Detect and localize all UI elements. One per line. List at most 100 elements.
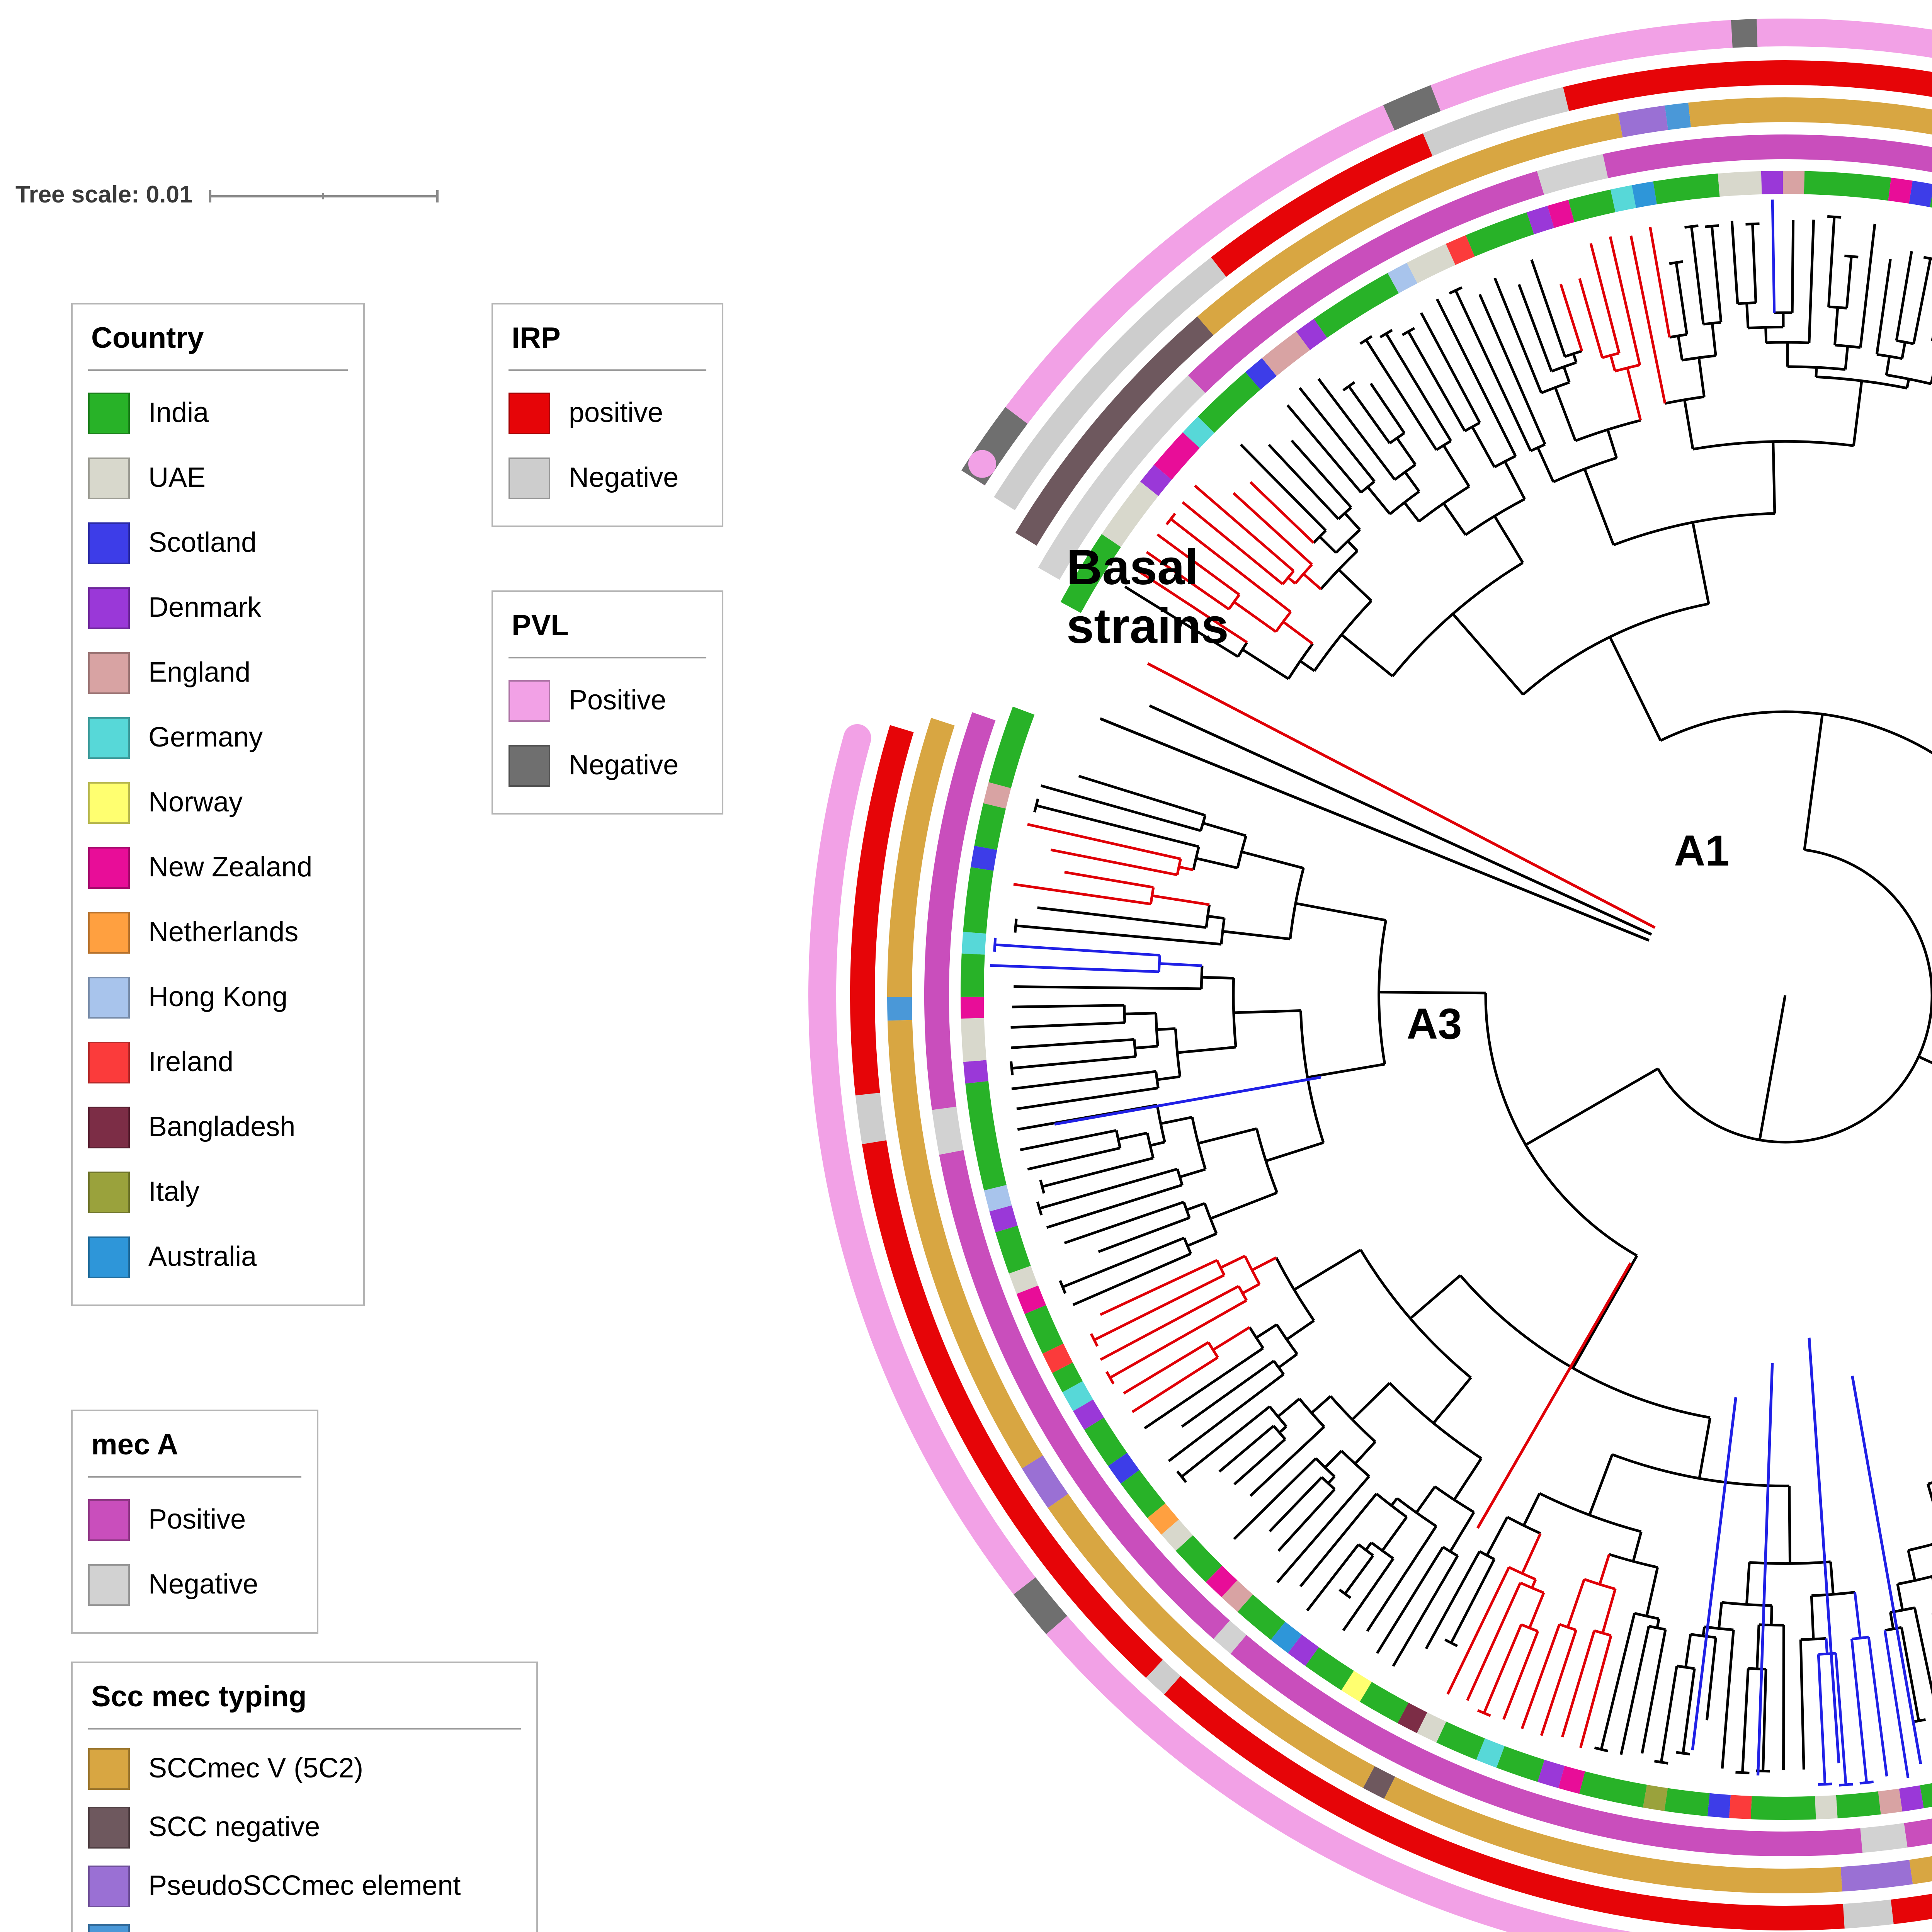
branch — [1306, 1543, 1360, 1612]
legend-item: Norway — [88, 770, 348, 835]
branch — [1675, 262, 1689, 335]
branch — [1042, 1156, 1154, 1188]
legend-title-pvl: PVL — [509, 604, 706, 658]
color-swatch — [88, 522, 130, 563]
branch — [1571, 1255, 1638, 1369]
ring-segment-pvl — [1046, 1616, 1633, 1932]
branch — [1721, 1629, 1735, 1769]
branch — [1698, 1417, 1712, 1479]
legend-title-meca: mec A — [88, 1423, 301, 1478]
ring-segment-meca — [924, 712, 996, 1110]
branch — [1168, 1373, 1285, 1462]
branch — [1606, 429, 1618, 458]
legend-label: Hong Kong — [148, 981, 288, 1012]
ring-segment-country — [1062, 1381, 1093, 1411]
branch — [1791, 220, 1795, 313]
branch — [1745, 303, 1750, 328]
branch — [1745, 1562, 1751, 1605]
branch — [1450, 1558, 1496, 1644]
ring-meca — [924, 134, 1932, 1856]
branch-arc — [1389, 432, 1405, 444]
branch — [1601, 1588, 1617, 1634]
branch — [1338, 568, 1372, 602]
ring-segment-sccmec — [1363, 1766, 1395, 1799]
ring-segment-country — [1836, 1791, 1881, 1818]
ring-segment-sccmec — [1384, 1777, 1842, 1893]
branch — [1037, 906, 1207, 929]
branch — [1324, 1450, 1342, 1469]
branch — [1561, 1630, 1596, 1738]
ring-segment-country — [988, 706, 1035, 788]
branch — [1354, 1441, 1376, 1465]
branch — [995, 943, 1160, 957]
branch — [1131, 1356, 1219, 1413]
branch — [1011, 1038, 1134, 1049]
branch — [1201, 976, 1234, 980]
branch-arc — [1357, 1543, 1374, 1557]
branch-arc — [1609, 1553, 1658, 1569]
branch — [1390, 1497, 1398, 1507]
branch-arc — [1602, 352, 1620, 359]
branch — [1827, 217, 1836, 307]
ring-segment-irp — [1146, 1660, 1181, 1695]
branch — [1016, 1087, 1158, 1111]
branch-arc — [1123, 1005, 1126, 1023]
tip-cap — [1844, 254, 1859, 259]
branch — [1520, 1624, 1561, 1730]
branch — [1379, 991, 1486, 995]
ring-segment-country — [1102, 481, 1158, 547]
long-branch — [1808, 1337, 1840, 1764]
ring-segment-country — [960, 953, 985, 997]
branch — [1365, 339, 1438, 451]
ring-segment-country — [983, 782, 1011, 809]
branch — [1751, 224, 1757, 303]
branch — [1525, 1067, 1659, 1146]
branch — [1146, 551, 1230, 611]
ring-segment-country — [1496, 1746, 1545, 1782]
branch — [1344, 512, 1361, 531]
color-swatch — [88, 846, 130, 888]
ring-segment-sccmec — [887, 718, 955, 997]
ring-end-cap — [843, 724, 871, 752]
branch — [1741, 1668, 1750, 1773]
branch-arc — [1553, 456, 1617, 483]
branch — [1156, 533, 1240, 596]
branch — [1027, 1146, 1121, 1171]
branch — [1291, 439, 1352, 509]
ring-segment-country — [1360, 1682, 1409, 1723]
branch — [1156, 1027, 1176, 1031]
legend-item: positive — [509, 380, 706, 445]
ring-segment-meca — [1038, 375, 1206, 580]
ring-segment-pvl — [961, 407, 1028, 486]
tip-cap — [1676, 1751, 1690, 1756]
branch — [1340, 634, 1394, 677]
branch — [1425, 1551, 1481, 1650]
branch-arc — [1493, 455, 1516, 468]
branch — [1295, 902, 1386, 922]
branch-arc — [1340, 1450, 1370, 1478]
color-swatch — [88, 1498, 130, 1540]
ring-segment-meca — [932, 1106, 964, 1155]
branch — [1242, 1283, 1260, 1295]
branch — [1588, 1454, 1614, 1516]
ring-segment-country — [1653, 173, 1720, 204]
legend-item: Ireland — [88, 1029, 348, 1094]
ring-segment-country — [1084, 1417, 1128, 1466]
branch — [1771, 199, 1776, 313]
branch-arc — [1539, 1492, 1642, 1533]
tip-cap — [1010, 1061, 1014, 1075]
branch — [1583, 468, 1615, 546]
branch — [1859, 223, 1876, 348]
legend-label: PseudoSCCmec element — [148, 1869, 461, 1900]
ring-segment-country — [1270, 1621, 1302, 1653]
ring-segment-country — [1121, 1470, 1165, 1518]
basal-strains-label: Basal — [1066, 540, 1199, 595]
branch — [1682, 1668, 1696, 1753]
ring-segment-country — [1154, 432, 1200, 480]
branch — [1889, 1612, 1895, 1629]
branch — [1432, 1377, 1472, 1424]
ring-segment-sccmec — [1840, 1860, 1913, 1892]
branch-arc — [1232, 978, 1237, 1048]
branch — [1100, 1285, 1240, 1361]
tip-cap — [1338, 1588, 1352, 1599]
